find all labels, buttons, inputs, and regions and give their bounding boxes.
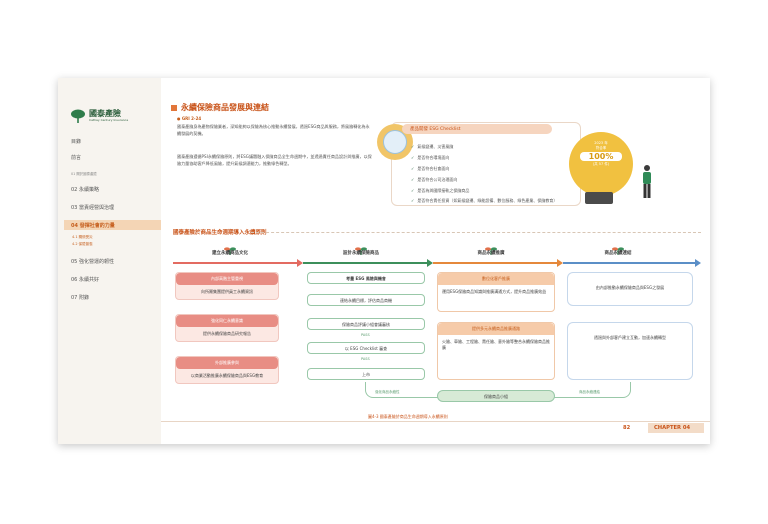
checklist-item: ✓氣候變遷、災害風險 xyxy=(411,144,454,149)
stage1-box-body: 向所屬集團提供員工永續資訊 xyxy=(201,289,253,294)
sidebar-item-strategy[interactable]: 02 永續策略 xyxy=(71,187,99,193)
stage1-box: 外部推廣參與 以商業活動推廣永續保險商品與ESG教育 xyxy=(175,356,279,384)
document-page: 國泰產險 Cathay Century Insurance 目錄 前言 01 關… xyxy=(58,78,710,444)
stage1-box-body: 以商業活動推廣永續保險商品與ESG教育 xyxy=(190,373,264,378)
stage1-box-title: 外部推廣參與 xyxy=(176,357,278,369)
stat-note: (共 57 件) xyxy=(592,162,610,166)
checklist-item: ✓是否符合責任投資（如氣候變遷、綠能設備、數位服務、綠色產業、保險教育） xyxy=(411,198,558,203)
phase-label: 建立永續商品文化 xyxy=(212,251,248,256)
stage2-step: 連結永續目標，評估商品商機 xyxy=(307,294,425,306)
stage3-box-title: 數位化客戶推廣 xyxy=(438,273,554,285)
stage2-step: 保險商品評議小組會議審核 xyxy=(307,318,425,330)
check-icon: ✓ xyxy=(411,166,415,171)
sidebar-item-appendix[interactable]: 07 附錄 xyxy=(71,295,89,301)
stage3-box-title: 提供多元永續商品推廣通路 xyxy=(438,323,554,335)
sidebar-subitem-disaster[interactable]: 4.1 關懷受災 xyxy=(72,235,93,239)
stage2-step: 上市 xyxy=(307,368,425,380)
checklist-item: ✓是否符合社會面向 xyxy=(411,166,450,171)
phase-arrow xyxy=(563,262,695,264)
bulb-base-icon xyxy=(585,192,613,204)
stage1-box: 內部高階主管重視 向所屬集團提供員工永續資訊 xyxy=(175,272,279,300)
page-footer xyxy=(161,421,710,435)
phase-label: 商品永續連結 xyxy=(604,251,632,256)
sidebar: 國泰產險 Cathay Century Insurance 目錄 前言 01 關… xyxy=(58,78,161,444)
loop-left-label: 強化商品永續性 xyxy=(375,390,400,394)
gear-bulb-icon xyxy=(377,124,413,160)
stage1-box: 強化同仁永續意識 提供永續保險商品研究報告 xyxy=(175,314,279,342)
check-icon: ✓ xyxy=(411,198,415,203)
stage2-step: 以 ESG Checklist 審查 xyxy=(307,342,425,354)
lightbulb-icon xyxy=(569,132,633,196)
sprout-icon xyxy=(354,240,368,255)
checklist-item: ✓是否符合環境面向 xyxy=(411,155,450,160)
stat-label: 符合率 xyxy=(595,146,607,150)
heading-square-icon xyxy=(171,104,177,111)
stage2-step: 考量 ESG 風險與機會 xyxy=(307,272,425,284)
arrow-head-icon xyxy=(427,259,433,267)
phase-label: 商品永續推廣 xyxy=(477,251,505,256)
brand-logo[interactable]: 國泰產險 Cathay Century Insurance xyxy=(70,108,129,123)
pass-label: PASS xyxy=(361,357,370,361)
loop-label: 保險商品小組 xyxy=(437,390,555,402)
phase-arrow xyxy=(433,262,557,264)
stage3-box-body: 火險、車險、工程險、責任險、意外險等整合永續保險商品推廣 xyxy=(442,339,550,350)
stage3-box: 數位化客戶推廣 運用ESG保險商品知識與推廣溝通方式，提升商品推廣效益 xyxy=(437,272,555,312)
paragraph-2: 國泰產險遵循PSI永續保險原則，將ESG議題融入保險商品全生命週期中，並透過責任… xyxy=(177,154,372,166)
loop-right-label: 商品永續連結 xyxy=(579,390,600,394)
phase-label: 設計永續保險商品 xyxy=(343,251,379,256)
sidebar-item-contents[interactable]: 目錄 xyxy=(71,139,82,145)
sidebar-item-sustain[interactable]: 06 永續共好 xyxy=(71,277,99,283)
stat-callout: 2023 年 符合率 100% (共 57 件) xyxy=(574,141,628,167)
sprout-icon xyxy=(611,240,625,255)
stage1-box-title: 內部高階主管重視 xyxy=(176,273,278,285)
brand-name: 國泰產險 xyxy=(89,108,121,118)
check-icon: ✓ xyxy=(411,144,415,149)
chapter-tab[interactable]: CHAPTER 04 xyxy=(648,423,704,433)
checklist-item: ✓是否為與國際接軌之保險商品 xyxy=(411,188,470,193)
sidebar-subitem-inclusion[interactable]: 4.2 保險普惠 xyxy=(72,242,93,246)
stage3-box: 提供多元永續商品推廣通路 火險、車險、工程險、責任險、意外險等整合永續保險商品推… xyxy=(437,322,555,380)
phase-arrow xyxy=(303,262,427,264)
phase-arrow xyxy=(173,262,297,264)
stage1-box-body: 提供永續保險商品研究報告 xyxy=(203,331,251,336)
stage4-box: 透過與外部客戶建立互動，加速永續轉型 xyxy=(567,322,693,380)
page-number: 82 xyxy=(623,425,631,431)
arrow-head-icon xyxy=(297,259,303,267)
sidebar-item-social[interactable]: 04 發揮社會的力量 xyxy=(64,220,161,230)
sprout-icon xyxy=(484,240,498,255)
person-illustration-icon xyxy=(639,164,655,200)
stage1-box-title: 強化同仁永續意識 xyxy=(176,315,278,327)
check-icon: ✓ xyxy=(411,177,415,182)
stage3-box-body: 運用ESG保險商品知識與推廣溝通方式，提升商品推廣效益 xyxy=(442,289,547,294)
sidebar-item-preface[interactable]: 前言 xyxy=(71,155,82,161)
arrow-head-icon xyxy=(557,259,563,267)
stage4-box: 由內部推動永續保險商品與ESG之發展 xyxy=(567,272,693,306)
main-content: 永續保險商品發展與連結 ● GRI 2-24 國泰產險身為產物保險業者，深知能夠… xyxy=(161,78,710,444)
sidebar-item-about[interactable]: 01 關於國泰產險 xyxy=(71,172,97,176)
arrow-head-icon xyxy=(695,259,701,267)
divider xyxy=(251,232,701,233)
paragraph-1: 國泰產險身為產物保險業者，深知能夠以保險為核心推動永續發展，透過ESG商品與服務… xyxy=(177,124,370,136)
sprout-icon xyxy=(223,240,237,255)
flow-title: 國泰產險於商品生命週期導入永續原則 xyxy=(173,230,267,236)
tree-logo-icon xyxy=(70,108,86,123)
gri-tag: ● GRI 2-24 xyxy=(177,116,202,121)
check-icon: ✓ xyxy=(411,188,415,193)
section-heading: 永續保險商品發展與連結 xyxy=(171,102,269,113)
checklist-title: 產品開發 ESG Checklist xyxy=(402,124,552,134)
check-icon: ✓ xyxy=(411,155,415,160)
checklist-item: ✓是否符合公司治理面向 xyxy=(411,177,458,182)
sidebar-item-resilience[interactable]: 05 強化營運的韌性 xyxy=(71,259,114,265)
stat-year: 2023 年 xyxy=(594,141,608,145)
stat-value: 100% xyxy=(580,152,622,161)
heading-text: 永續保險商品發展與連結 xyxy=(181,103,269,112)
brand-subtitle: Cathay Century Insurance xyxy=(89,117,129,122)
pass-label: PASS xyxy=(361,333,370,337)
figure-caption: 圖4-3 國泰產險於商品生命週期導入永續原則 xyxy=(368,414,448,419)
sidebar-item-governance[interactable]: 03 當責經營與治理 xyxy=(71,205,114,211)
